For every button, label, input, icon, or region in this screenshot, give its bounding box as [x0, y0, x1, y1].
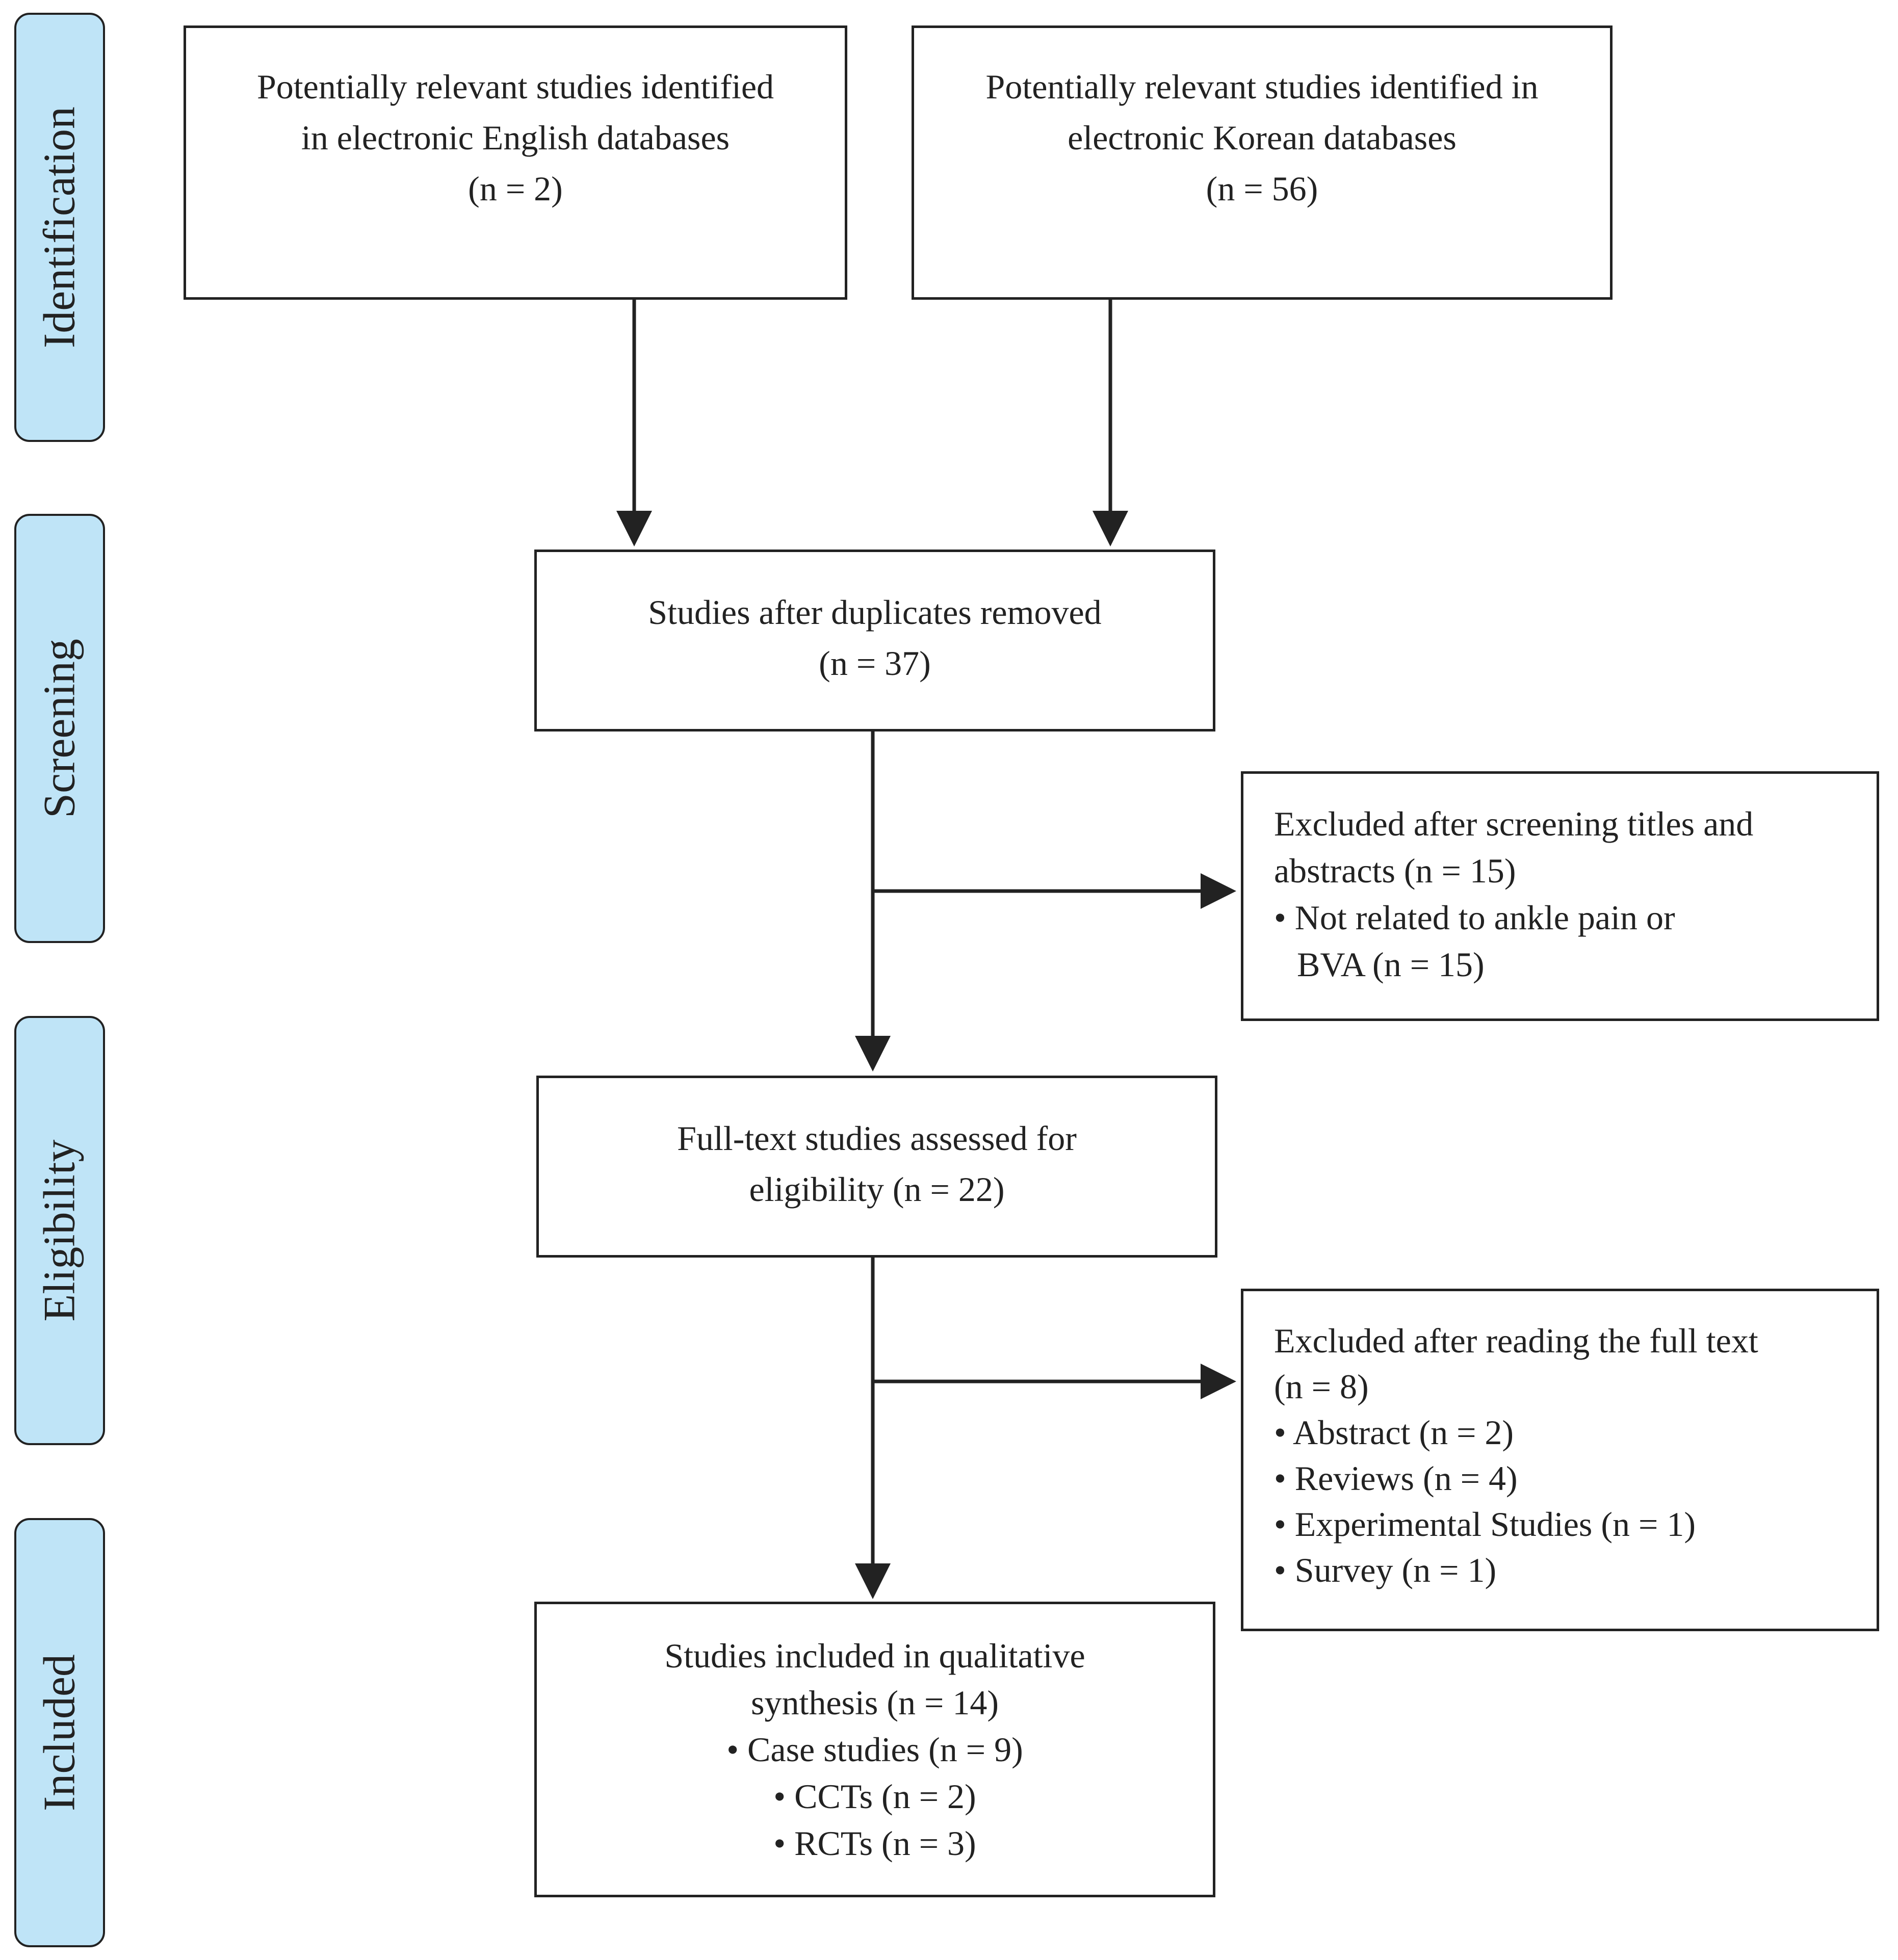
box-text-line: • Experimental Studies (n = 1): [1274, 1505, 1696, 1544]
box-text-line: • Survey (n = 1): [1274, 1551, 1497, 1589]
box-text-line: • RCTs (n = 3): [773, 1824, 976, 1863]
stage-label: Identification: [35, 106, 85, 349]
stage-eligibility: Eligibility: [14, 1016, 105, 1445]
stage-included: Included: [14, 1518, 105, 1947]
box-text-line: Studies included in qualitative: [664, 1636, 1085, 1675]
stage-screening: Screening: [14, 514, 105, 943]
stage-label: Included: [35, 1654, 85, 1811]
box-excluded-screening: Excluded after screening titles and abst…: [1241, 771, 1879, 1021]
box-text-line: BVA (n = 15): [1297, 945, 1485, 984]
box-text-line: Full-text studies assessed for: [677, 1119, 1077, 1158]
box-text-line: • Case studies (n = 9): [726, 1730, 1023, 1769]
stage-identification: Identification: [14, 13, 105, 442]
box-text-line: • Abstract (n = 2): [1274, 1413, 1514, 1452]
box-english-databases: Potentially relevant studies identified …: [184, 25, 847, 300]
box-text-line: in electronic English databases: [301, 118, 730, 157]
box-text-line: synthesis (n = 14): [751, 1683, 999, 1722]
box-text-line: Excluded after reading the full text: [1274, 1321, 1758, 1360]
box-count: (n = 56): [1206, 169, 1318, 208]
box-duplicates-removed: Studies after duplicates removed (n = 37…: [534, 550, 1215, 731]
box-included: Studies included in qualitative synthesi…: [534, 1602, 1215, 1897]
box-text-line: • CCTs (n = 2): [773, 1777, 976, 1816]
stage-label: Eligibility: [35, 1139, 85, 1322]
box-excluded-fulltext: Excluded after reading the full text (n …: [1241, 1289, 1879, 1631]
box-text-line: abstracts (n = 15): [1274, 851, 1516, 890]
box-text-line: electronic Korean databases: [1068, 118, 1457, 157]
box-text-line: • Reviews (n = 4): [1274, 1459, 1518, 1498]
box-count: (n = 37): [819, 644, 931, 683]
box-count: (n = 2): [468, 169, 563, 208]
box-text-line: • Not related to ankle pain or: [1274, 898, 1675, 937]
box-text-line: eligibility (n = 22): [749, 1170, 1005, 1209]
box-text-line: (n = 8): [1274, 1367, 1369, 1406]
box-korean-databases: Potentially relevant studies identified …: [912, 25, 1613, 300]
box-text-line: Studies after duplicates removed: [648, 593, 1102, 632]
box-text-line: Potentially relevant studies identified …: [985, 67, 1539, 106]
box-full-text-assessed: Full-text studies assessed for eligibili…: [536, 1076, 1217, 1258]
box-text-line: Potentially relevant studies identified: [256, 67, 774, 106]
stage-label: Screening: [35, 639, 85, 818]
box-text-line: Excluded after screening titles and: [1274, 804, 1754, 843]
